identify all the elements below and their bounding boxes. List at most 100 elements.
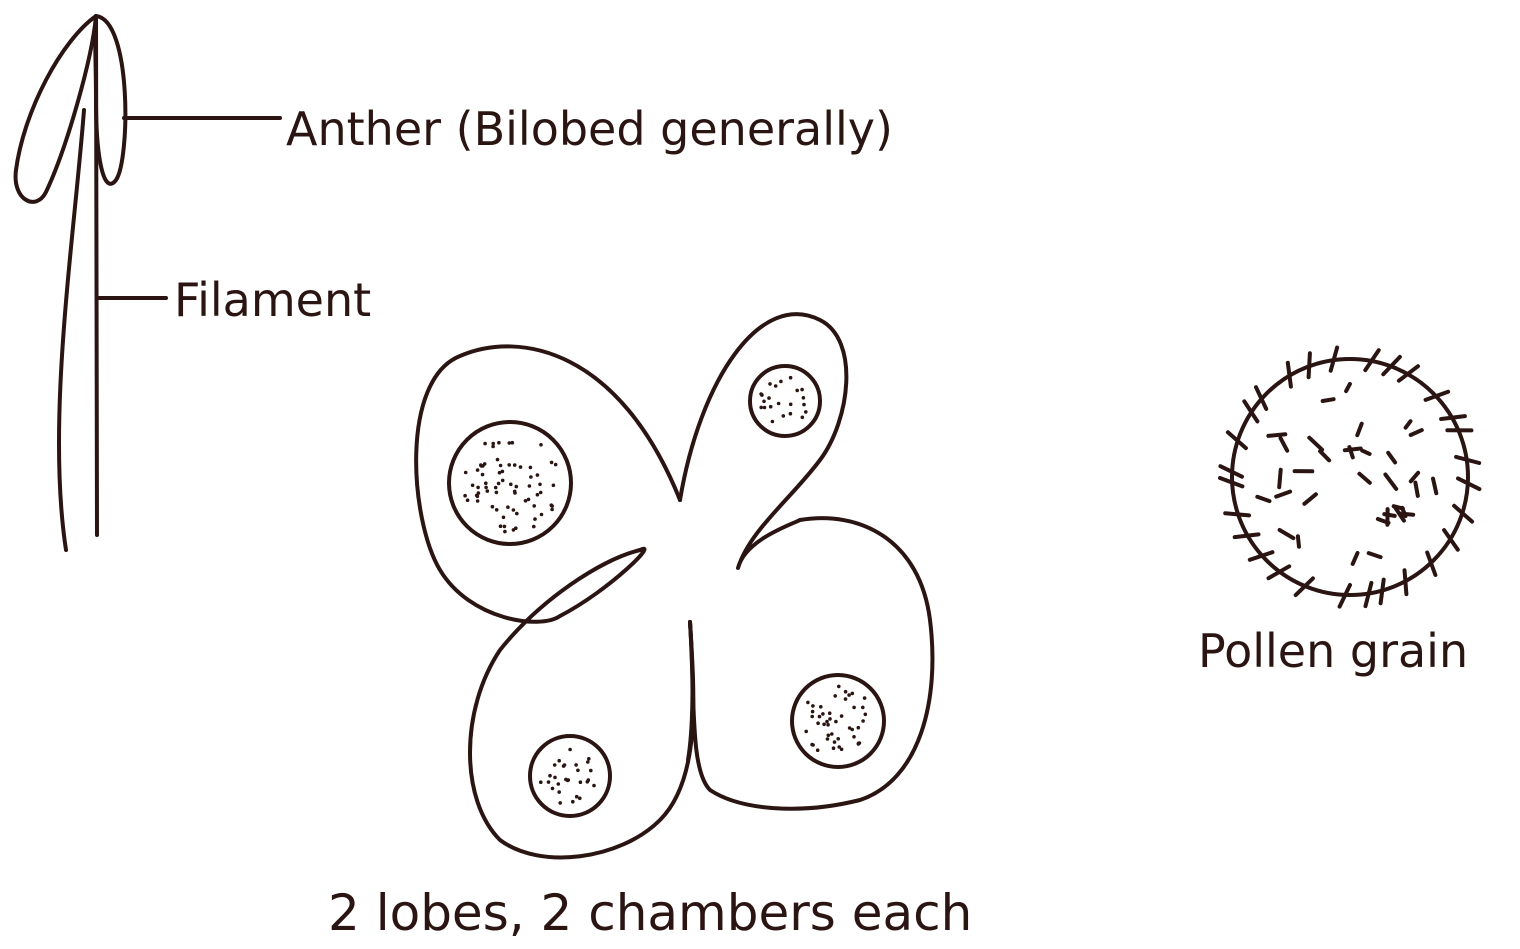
pollen-texture-dash	[1277, 467, 1283, 490]
stipple-dot	[862, 696, 867, 700]
stipple-dot	[830, 732, 834, 736]
pollen-sac-top-right	[748, 364, 822, 438]
stipple-dot	[503, 529, 507, 534]
stipple-dot	[500, 469, 505, 474]
stipple-dot	[767, 396, 771, 400]
pollen-texture-dash	[1408, 470, 1421, 484]
stipple-dot	[804, 410, 808, 414]
stipple-dot	[558, 801, 562, 805]
stipple-dot	[856, 741, 861, 746]
stipple-dot	[518, 465, 523, 469]
pollen-grain-spikes	[1218, 345, 1482, 609]
stipple-dot	[816, 721, 820, 725]
stipple-dot	[549, 460, 554, 465]
stipple-dot	[498, 524, 503, 528]
stipple-dot	[837, 684, 841, 689]
pollen-texture-dash	[1274, 489, 1293, 499]
stipple-dot	[825, 737, 830, 741]
stipple-dot	[475, 494, 480, 499]
stipple-dot	[806, 700, 810, 705]
stipple-dot	[553, 775, 557, 780]
pollen-grain-drawing	[1218, 345, 1482, 609]
stipple-dot	[861, 719, 865, 723]
pollen-sac-top-left	[447, 420, 573, 546]
stipple-dot	[817, 714, 822, 719]
stipple-dot	[479, 463, 483, 467]
pollen-texture-dash	[1366, 551, 1383, 560]
stipple-dot	[484, 485, 488, 490]
stipple-dot	[847, 726, 852, 730]
stipple-dot	[538, 490, 543, 495]
stipple-dot	[484, 481, 488, 486]
stipple-dot	[815, 748, 820, 752]
pollen-texture-dash	[1307, 435, 1325, 452]
pollen-spike	[1223, 511, 1251, 518]
stipple-dot	[509, 482, 513, 487]
lobe-top-left	[414, 344, 682, 624]
stipple-dot	[762, 399, 766, 404]
stipple-dot	[493, 485, 498, 490]
stipple-dot	[801, 396, 806, 400]
cross-section-caption: 2 lobes, 2 chambers each	[328, 884, 973, 942]
pollen-texture-dash	[1278, 436, 1290, 453]
pollen-spike	[1439, 414, 1467, 421]
stipple-dot	[539, 512, 544, 517]
stipple-dot	[781, 414, 786, 418]
pollen-texture-dash	[1403, 419, 1413, 430]
stipple-dot	[463, 493, 467, 498]
lobe-bottom-left	[468, 548, 696, 860]
stipple-dot	[535, 492, 540, 497]
central-connective	[686, 620, 695, 762]
pollen-grain-outline	[1230, 357, 1470, 597]
stipple-dot	[514, 526, 518, 530]
stipple-dot	[562, 763, 567, 767]
stipple-dot	[564, 777, 568, 782]
stipple-dot	[759, 405, 763, 410]
stipple-dot	[552, 763, 557, 767]
stipple-dot	[836, 737, 840, 741]
stipple-dot	[587, 757, 591, 761]
stipple-dot	[528, 465, 533, 470]
stipple-dot	[827, 711, 832, 715]
stipple-dot	[553, 462, 558, 467]
stipple-dot	[834, 719, 838, 724]
stipple-dot	[861, 705, 865, 710]
stipple-dot	[512, 489, 517, 494]
pollen-spike	[1381, 354, 1402, 377]
stipple-dot	[496, 481, 501, 486]
anther-label: Anther (Bilobed generally)	[286, 102, 893, 156]
stipple-dot	[574, 763, 578, 767]
pollen-texture-dash	[1344, 382, 1352, 394]
pollen-spike	[1396, 364, 1420, 383]
stipple-dot	[498, 463, 503, 468]
pollen-spike	[1232, 532, 1261, 540]
stipple-dot	[759, 392, 763, 396]
stipple-dot	[788, 402, 793, 407]
filament-back	[57, 108, 86, 552]
pollen-texture-dash	[1302, 492, 1318, 506]
lobe-bottom-right	[688, 516, 935, 811]
stipple-dot	[811, 704, 815, 708]
stipple-dot	[535, 473, 540, 477]
stipple-dot	[795, 388, 799, 393]
stipple-dot	[557, 758, 561, 763]
stipple-dot	[825, 719, 829, 724]
stipple-dot	[548, 773, 552, 778]
stipple-dot	[532, 504, 536, 508]
pollen-grain-label: Pollen grain	[1198, 624, 1469, 678]
pollen-spike	[1293, 576, 1315, 598]
stipple-dot	[831, 746, 836, 750]
pollen-texture-dash	[1397, 511, 1416, 517]
stipple-dot	[833, 694, 837, 698]
stipple-dot	[850, 691, 855, 696]
stipple-dot	[506, 505, 510, 510]
stipple-dot	[762, 405, 767, 410]
stipple-dot	[832, 740, 837, 744]
stipple-dot	[507, 441, 512, 445]
pollen-spike	[1423, 389, 1451, 402]
stipple-dot	[819, 705, 823, 709]
stipple-dot	[770, 419, 775, 424]
pollen-spike	[1328, 345, 1340, 373]
stipple-dot	[847, 693, 851, 697]
